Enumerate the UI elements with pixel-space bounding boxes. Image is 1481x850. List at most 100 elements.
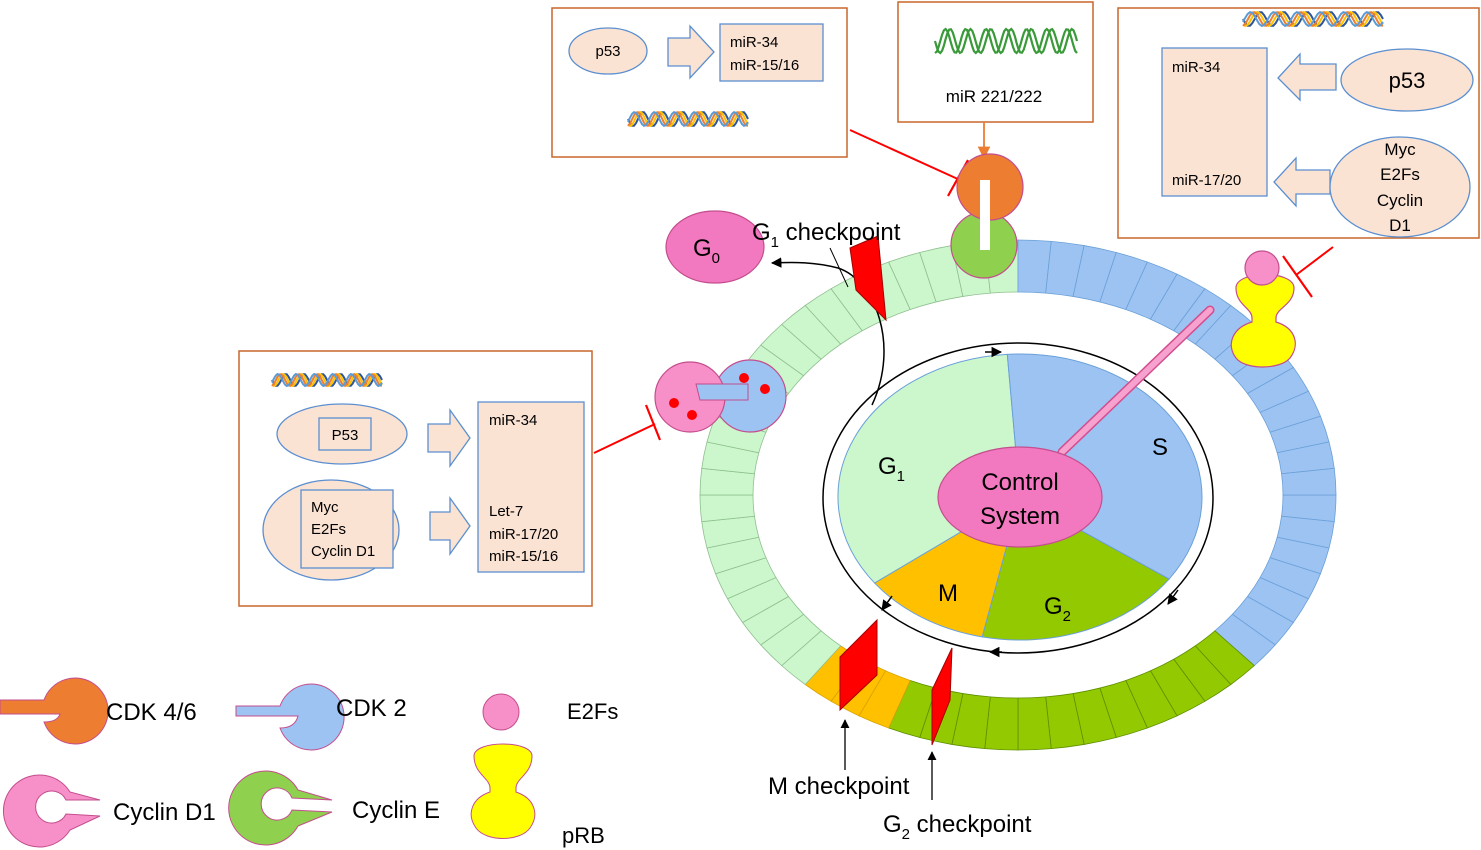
inhibition-bar-top-right — [1282, 255, 1313, 298]
dna-icon — [627, 110, 749, 128]
ring-segment — [1017, 696, 1052, 751]
d1-label: D1 — [1389, 216, 1411, 235]
cycle-arrow-left — [881, 595, 893, 611]
mir221-label: miR 221/222 — [946, 87, 1042, 106]
legend-cdk2-label: CDK 2 — [336, 695, 407, 722]
legend-e2f-icon — [482, 693, 520, 731]
myc-label: Myc — [1384, 140, 1416, 159]
ring-segment — [1281, 467, 1337, 496]
mirna-box — [719, 23, 824, 82]
inhibition-line-left — [593, 423, 656, 454]
regulation-box-top-right: miR-34 miR-17/20 p53 Myc E2Fs Cyclin D1 — [1117, 7, 1480, 239]
control-needle-inner — [1059, 307, 1213, 455]
dna-icon — [271, 372, 383, 388]
g0-exit-arrow — [770, 257, 885, 406]
legend-cyclind1-icon — [2, 774, 101, 848]
complex-notch — [980, 180, 990, 250]
let7-label: Let-7 — [489, 503, 523, 520]
mir34-label: miR-34 — [489, 412, 537, 429]
inhibition-line-top-left — [849, 129, 961, 181]
helix-strand — [1242, 11, 1384, 27]
pie-segment-g1 — [837, 353, 1021, 584]
mir1720-label: miR-17/20 — [1172, 172, 1241, 189]
cdk2-arm — [695, 383, 749, 401]
pie-segment-s — [1006, 353, 1203, 580]
g1-checkpoint-pointer — [829, 247, 849, 288]
legend-cdk46-icon — [0, 677, 109, 745]
helix-strand — [627, 111, 749, 127]
block-arrow-lower — [429, 495, 471, 557]
m-checkpoint-gate — [839, 618, 878, 712]
g2-checkpoint-label: G2 checkpoint — [883, 811, 1032, 843]
mir34-label: miR-34 — [730, 34, 778, 51]
legend-cdk46-label: CDK 4/6 — [106, 699, 197, 726]
cdk46-cyclinE-complex — [950, 153, 1024, 279]
g0-label: G0 — [693, 235, 720, 267]
g0-state — [665, 210, 765, 284]
cyclind1-label: Cyclin D1 — [311, 543, 375, 560]
legend-cyclind1-label: Cyclin D1 — [113, 799, 216, 826]
regulation-box-top-left: p53 miR-34 miR-15/16 — [551, 7, 848, 158]
phosphate-dot — [760, 384, 770, 394]
helix-strand — [1242, 10, 1384, 28]
helix-strand — [627, 110, 749, 128]
prb-e2f-complex — [1230, 250, 1296, 368]
helix-strand — [933, 27, 1079, 55]
block-arrow-upper — [427, 407, 471, 469]
block-arrow — [667, 24, 715, 80]
dna-icon — [1242, 10, 1384, 28]
phase-label-g1: G1 — [878, 453, 905, 485]
myc-label: Myc — [311, 499, 339, 516]
legend-cycline-icon — [228, 770, 333, 846]
inhibition-line-top-right — [1295, 246, 1334, 276]
legend: CDK 4/6 CDK 2 E2Fs Cyclin D1 Cyclin E pR… — [0, 677, 618, 848]
control-label-line1: Control — [981, 469, 1058, 496]
prb-protein — [1230, 273, 1296, 368]
p53-label: p53 — [595, 43, 620, 60]
helix-strand — [271, 372, 383, 388]
phase-label-m: M — [938, 580, 958, 607]
p53-label: P53 — [332, 427, 359, 444]
helix-strand — [627, 111, 749, 127]
e2fs-label: E2Fs — [311, 521, 346, 538]
cyclin-label: Cyclin — [1377, 191, 1423, 210]
legend-e2fs-label: E2Fs — [567, 699, 618, 724]
helix-strand — [271, 373, 383, 387]
control-system — [937, 446, 1103, 548]
p53-node — [568, 27, 648, 75]
regulation-box-top-mid: miR 221/222 — [897, 1, 1094, 123]
oncogene-node — [1329, 136, 1471, 238]
legend-cdk2-icon — [235, 683, 345, 751]
legend-prb-label: pRB — [562, 823, 605, 848]
p53-label: p53 — [1389, 68, 1426, 93]
helix-strand — [271, 373, 383, 387]
p53-inner-box — [318, 417, 372, 451]
inhibition-bar-left — [644, 404, 662, 441]
m-checkpoint-label: M checkpoint — [768, 773, 910, 800]
mirna-helix-icon — [933, 27, 1079, 55]
control-label-line2: System — [980, 503, 1060, 530]
cycle-direction-ring — [822, 342, 1214, 654]
legend-prb-icon — [470, 743, 536, 839]
phosphate-dot — [687, 410, 697, 420]
e2f-protein — [1244, 250, 1280, 286]
mir34-label: miR-34 — [1172, 59, 1220, 76]
p53-node — [1340, 48, 1474, 112]
phase-label-g2: G2 — [1044, 593, 1071, 625]
helix-strand — [1242, 11, 1384, 27]
mirna-box — [477, 401, 585, 573]
phosphate-dot — [669, 398, 679, 408]
helix-strand — [934, 27, 1078, 55]
mir1516-label: miR-15/16 — [730, 57, 799, 74]
block-arrow-upper — [1277, 52, 1337, 102]
g2-checkpoint-gate — [931, 647, 953, 746]
e2fs-label: E2Fs — [1380, 165, 1420, 184]
box-frame — [897, 1, 1094, 123]
g1-checkpoint-gate — [849, 235, 887, 322]
phosphate-dot — [739, 373, 749, 383]
regulation-box-left: P53 Myc E2Fs Cyclin D1 miR-34 Let-7 miR-… — [238, 350, 593, 607]
block-arrow-lower — [1273, 156, 1331, 208]
mir1516-label: miR-15/16 — [489, 548, 558, 565]
